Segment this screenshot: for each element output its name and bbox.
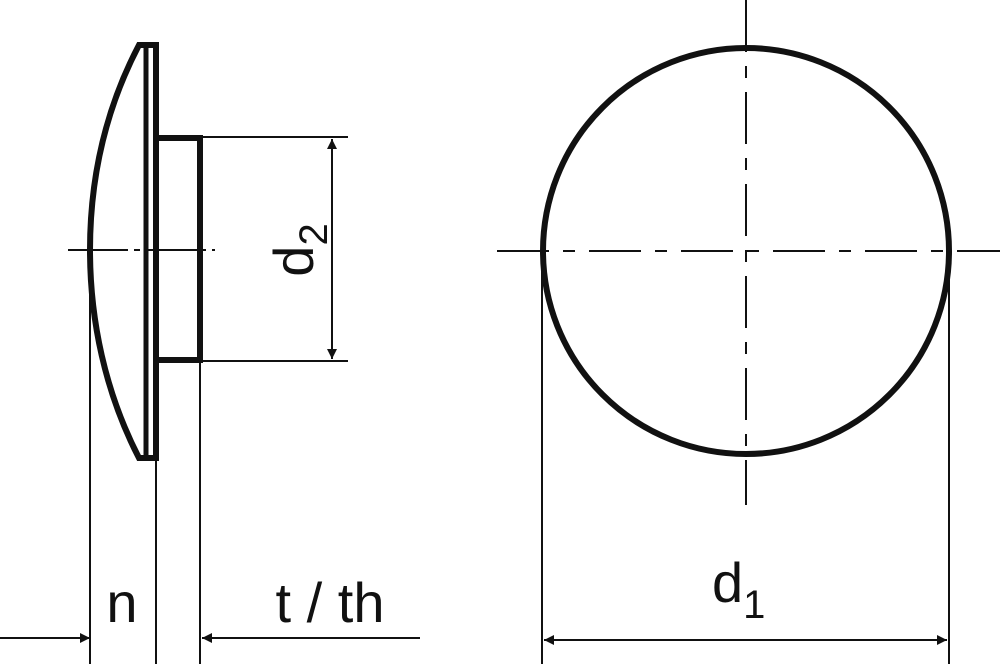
d2-label: d2 xyxy=(262,223,336,276)
t-th-label: t / th xyxy=(276,571,385,634)
svg-text:d2: d2 xyxy=(262,223,336,276)
n-label: n xyxy=(106,571,137,634)
d1-label: d1 xyxy=(712,551,765,627)
side-view xyxy=(0,42,420,664)
front-view xyxy=(497,0,1000,664)
